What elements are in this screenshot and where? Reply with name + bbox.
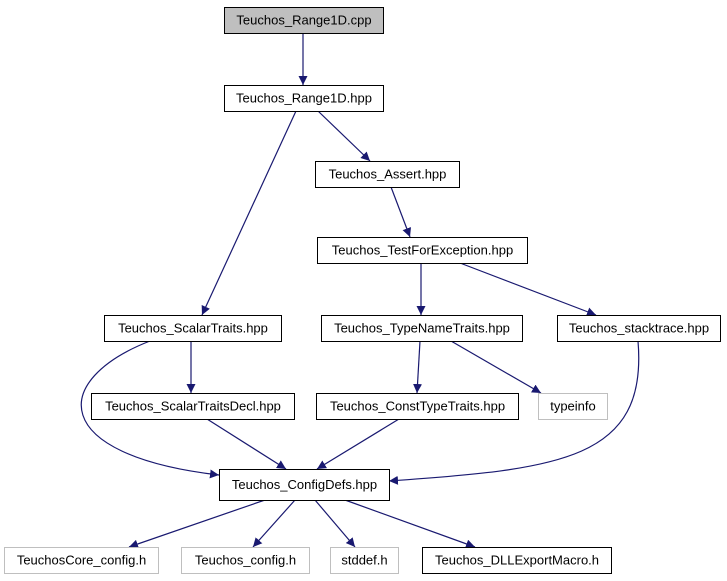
node-box [224,85,384,112]
edge-typenametraits-hpp-to-consttypetraits-hpp [413,340,423,394]
node-box [315,161,460,188]
node-label: Teuchos_Range1D.cpp [236,12,371,27]
node-box [91,393,295,420]
edge-scalartraits-hpp-to-configdefs-hpp [80,340,220,479]
node-label: Teuchos_Assert.hpp [329,166,447,181]
node-box [321,315,523,342]
node-label: Teuchos_TypeNameTraits.hpp [334,320,510,335]
node-scalartraits-hpp[interactable]: Teuchos_ScalarTraits.hpp [104,315,282,342]
node-label: Teuchos_DLLExportMacro.h [435,552,599,567]
node-configdefs-hpp[interactable]: Teuchos_ConfigDefs.hpp [219,469,390,501]
node-typenametraits-hpp[interactable]: Teuchos_TypeNameTraits.hpp [321,315,523,342]
edge-configdefs-hpp-to-stddef-h [314,499,356,548]
node-label: Teuchos_Range1D.hpp [236,90,372,105]
node-label: typeinfo [550,398,596,413]
edge-testforexception-hpp-to-stacktrace-hpp [459,262,597,316]
node-box [4,547,159,574]
edge-range1d-hpp-to-scalartraits-hpp [201,110,297,316]
node-range1d-hpp[interactable]: Teuchos_Range1D.hpp [224,85,384,112]
node-testforexception-hpp[interactable]: Teuchos_TestForException.hpp [317,237,528,264]
edge-configdefs-hpp-to-dllexportmacro-h [344,499,476,549]
edge-typenametraits-hpp-to-typeinfo [450,340,542,394]
edge-scalartraitsdecl-hpp-to-configdefs-hpp [206,418,287,470]
node-box [224,7,384,34]
node-label: Teuchos_ScalarTraits.hpp [118,320,268,335]
edge-configdefs-hpp-to-teuchos-config-h [252,499,296,548]
node-box [316,393,519,420]
edge-assert-hpp-to-testforexception-hpp [390,186,412,238]
node-box [538,393,608,420]
node-stacktrace-hpp[interactable]: Teuchos_stacktrace.hpp [557,315,721,342]
node-teuchoscore-config-h[interactable]: TeuchosCore_config.h [4,547,159,574]
node-assert-hpp[interactable]: Teuchos_Assert.hpp [315,161,460,188]
node-range1d-cpp[interactable]: Teuchos_Range1D.cpp [224,7,384,34]
node-label: Teuchos_ConfigDefs.hpp [232,477,377,492]
edge-configdefs-hpp-to-teuchoscore-config-h [128,499,266,549]
node-box [317,237,528,264]
node-box [104,315,282,342]
node-label: Teuchos_TestForException.hpp [332,242,513,257]
node-box [330,547,399,574]
node-scalartraitsdecl-hpp[interactable]: Teuchos_ScalarTraitsDecl.hpp [91,393,295,420]
edge-range1d-hpp-to-assert-hpp [317,110,371,162]
node-box [219,469,390,501]
node-label: Teuchos_stacktrace.hpp [569,320,709,335]
node-label: stddef.h [341,552,387,567]
node-label: Teuchos_config.h [195,552,296,567]
node-typeinfo[interactable]: typeinfo [538,393,608,420]
node-label: Teuchos_ScalarTraitsDecl.hpp [105,398,281,413]
nodes-layer: Teuchos_Range1D.cppTeuchos_Range1D.hppTe… [4,7,721,574]
node-stddef-h[interactable]: stddef.h [330,547,399,574]
node-consttypetraits-hpp[interactable]: Teuchos_ConstTypeTraits.hpp [316,393,519,420]
edges-layer [80,33,640,549]
edge-consttypetraits-hpp-to-configdefs-hpp [316,418,400,470]
node-label: Teuchos_ConstTypeTraits.hpp [330,398,505,413]
node-box [181,547,310,574]
node-label: TeuchosCore_config.h [17,552,146,567]
node-teuchos-config-h[interactable]: Teuchos_config.h [181,547,310,574]
node-box [557,315,721,342]
node-box [422,547,612,574]
edge-stacktrace-hpp-to-configdefs-hpp [388,340,640,485]
node-dllexportmacro-h[interactable]: Teuchos_DLLExportMacro.h [422,547,612,574]
